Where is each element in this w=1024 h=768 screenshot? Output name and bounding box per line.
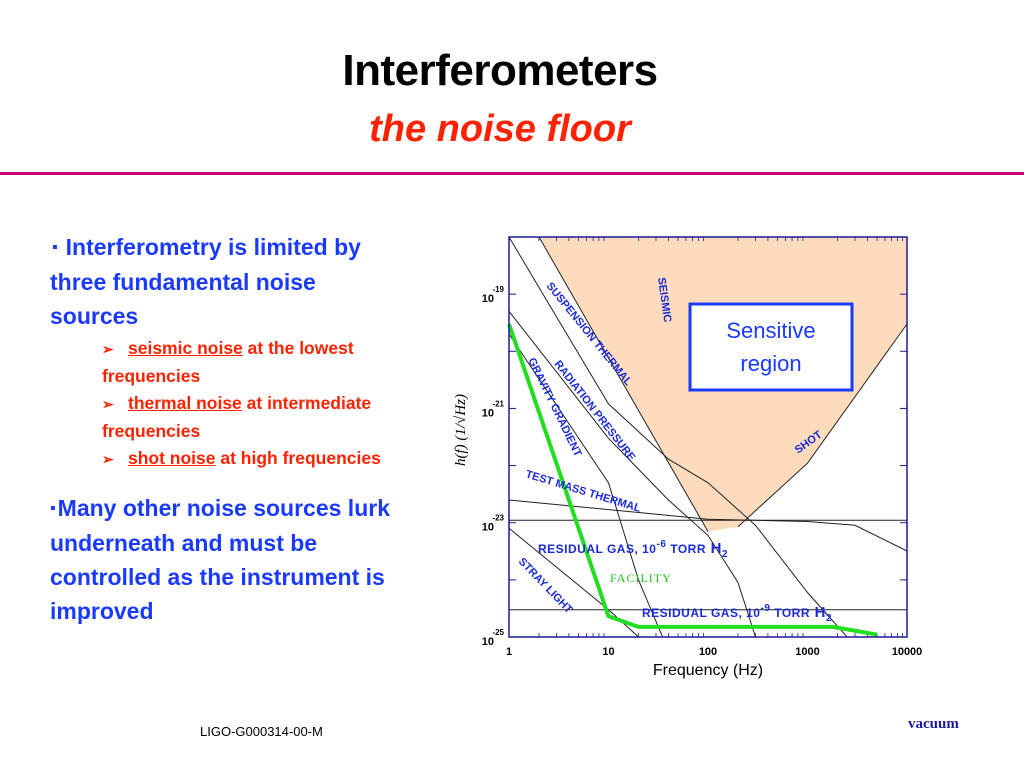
label-stray-light: STRAY LIGHT — [516, 556, 575, 616]
sub-rest: at intermediate frequencies — [102, 393, 372, 441]
arrow-bullet-icon: ➢ — [102, 396, 114, 412]
y-tick-exponent: -21 — [492, 399, 504, 408]
slide-title: Interferometers — [342, 46, 658, 95]
facility-curve — [507, 323, 878, 637]
bullet-second: ▪Many other noise sources lurk underneat… — [50, 491, 410, 628]
sensitive-region-line1: Sensitive — [726, 318, 815, 343]
square-bullet-icon: ▪ — [50, 500, 56, 517]
slide-subtitle: the noise floor — [369, 108, 631, 150]
bullet-main-text: Interferometry is limited by three funda… — [50, 234, 361, 329]
label-test-mass-thermal: TEST MASS THERMAL — [524, 468, 642, 515]
noise-curve-1 — [737, 323, 908, 528]
sensitive-region-line2: region — [740, 351, 801, 376]
sub-bullet-seismic: ➢ seismic noise at the lowest frequencies — [102, 335, 410, 390]
bullet-column: ▪Interferometry is limited by three fund… — [50, 230, 410, 628]
sub-rest: at high frequencies — [215, 448, 381, 468]
noise-curve-4 — [508, 333, 664, 638]
arrow-bullet-icon: ➢ — [102, 451, 114, 467]
y-tick-label: 10 — [482, 293, 494, 305]
label-facility: FACILITY — [610, 571, 672, 585]
y-tick-label: 10 — [482, 522, 494, 534]
title-divider — [0, 172, 1024, 175]
y-axis-label: h(f) (1/√Hz) — [453, 394, 469, 466]
square-bullet-icon: ▪ — [52, 239, 58, 256]
sub-term: shot noise — [128, 448, 216, 468]
y-tick-exponent: -23 — [492, 514, 504, 523]
bullet-main: ▪Interferometry is limited by three fund… — [50, 230, 410, 333]
noise-curve-0 — [538, 236, 709, 532]
arrow-bullet-icon: ➢ — [102, 341, 114, 357]
footer-label: vacuum — [908, 716, 959, 732]
sensitive-region-box — [688, 302, 854, 392]
label-gravity-gradient: GRAVITY GRADIENT — [525, 356, 583, 459]
label-residual-gas-9: RESIDUAL GAS, 10-9 TORR H2 — [642, 603, 832, 624]
sub-term: seismic noise — [128, 338, 243, 358]
footer-doc-id: LIGO-G000314-00-M — [200, 724, 323, 739]
sub-bullet-list: ➢ seismic noise at the lowest frequencies… — [50, 335, 410, 473]
sub-bullet-shot: ➢ shot noise at high frequencies — [102, 445, 410, 473]
x-axis-label: Frequency (Hz) — [653, 662, 763, 679]
x-tick-label: 10000 — [892, 646, 923, 658]
x-tick-label: 1 — [506, 646, 512, 658]
noise-curve-5 — [508, 499, 908, 552]
bullet-second-text: Many other noise sources lurk underneath… — [50, 495, 390, 624]
y-tick-exponent: -25 — [492, 628, 504, 637]
x-tick-label: 100 — [699, 646, 717, 658]
x-tick-label: 10 — [602, 646, 614, 658]
y-tick-label: 10 — [482, 636, 494, 648]
sub-term: thermal noise — [128, 393, 242, 413]
y-tick-exponent: -19 — [492, 285, 504, 294]
label-residual-gas-6: RESIDUAL GAS, 10-6 TORR H2 — [538, 539, 728, 560]
sub-bullet-thermal: ➢ thermal noise at intermediate frequenci… — [102, 390, 410, 445]
noise-curve-2 — [508, 236, 848, 638]
plot-frame — [508, 236, 908, 638]
sub-rest: at the lowest frequencies — [102, 338, 354, 386]
x-tick-label: 1000 — [795, 646, 819, 658]
y-tick-label: 10 — [482, 407, 494, 419]
